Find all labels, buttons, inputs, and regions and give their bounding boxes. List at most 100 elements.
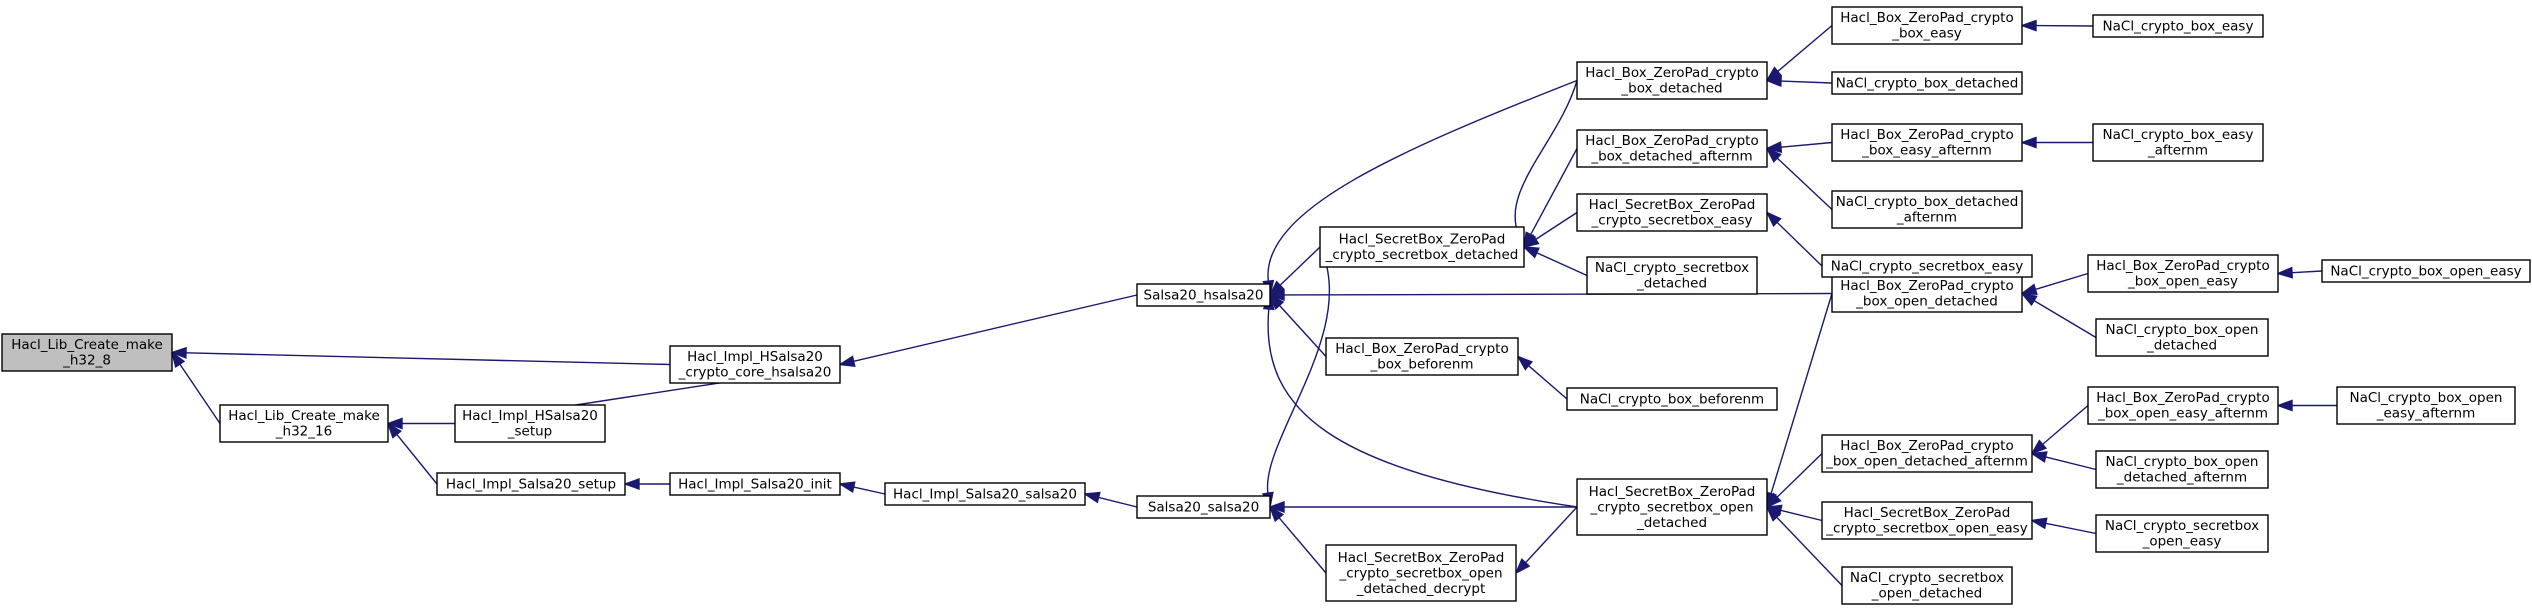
call-edge: [1765, 24, 1833, 82]
node-nacl-box-open-easy-afternm[interactable]: NaCl_crypto_box_open_easy_afternm: [2336, 386, 2516, 425]
node-nacl-box-open-detached-afternm[interactable]: NaCl_crypto_box_open_detached_afternm: [2095, 450, 2269, 489]
node-label: Hacl_Impl_Salsa20_salsa20: [893, 486, 1077, 502]
node-box: [1576, 61, 1768, 100]
edge-line: [853, 486, 886, 495]
node-box-detached[interactable]: Hacl_Box_ZeroPad_crypto_box_detached: [1576, 61, 1768, 100]
edge-arrowhead: [2019, 136, 2037, 149]
edge-arrowhead: [2275, 266, 2294, 279]
node-salsa20-salsa20[interactable]: Salsa20_salsa20: [1136, 495, 1271, 519]
edge-line: [1514, 80, 1578, 235]
edge-arrowhead: [2029, 517, 2048, 530]
node-sb-detached[interactable]: Hacl_SecretBox_ZeroPad_crypto_secretbox_…: [1319, 226, 1525, 268]
node-box-beforenm[interactable]: Hacl_Box_ZeroPad_crypto_box_beforenm: [1325, 337, 1519, 376]
call-edge: [837, 294, 1138, 367]
edge-arrowhead: [2020, 283, 2038, 295]
node-nacl-box-detached[interactable]: NaCl_crypto_box_detached: [1831, 71, 2023, 95]
node-sb-easy[interactable]: Hacl_SecretBox_ZeroPad_crypto_secretbox_…: [1576, 193, 1768, 232]
node-label: Hacl_Box_ZeroPad_crypto: [1335, 341, 1508, 357]
node-nacl-box-open-easy[interactable]: NaCl_crypto_box_open_easy: [2321, 259, 2531, 283]
node-label: Hacl_Box_ZeroPad_crypto: [1840, 438, 2013, 454]
node-box: [1, 333, 173, 372]
node-label: Hacl_Box_ZeroPad_crypto: [2096, 258, 2269, 274]
node-label: NaCl_crypto_secretbox: [1850, 570, 2004, 586]
edge-line: [1780, 141, 1833, 148]
node-nacl-box-open-detached[interactable]: NaCl_crypto_box_open_detached: [2095, 318, 2269, 357]
edge-line: [1535, 211, 1578, 240]
node-sb-open-detached-decrypt[interactable]: Hacl_SecretBox_ZeroPad_crypto_secretbox_…: [1325, 544, 1517, 602]
node-box-open-detached-afternm[interactable]: Hacl_Box_ZeroPad_crypto_box_open_detache…: [1821, 434, 2033, 473]
call-edge: [1523, 148, 1578, 249]
node-box-open-detached[interactable]: Hacl_Box_ZeroPad_crypto_box_open_detache…: [1831, 274, 2023, 313]
node-nacl-box-easy[interactable]: NaCl_crypto_box_easy: [2092, 14, 2264, 38]
node-hsalsa-core[interactable]: Hacl_Impl_HSalsa20_crypto_core_hsalsa20: [669, 345, 841, 384]
edge-line: [1777, 24, 1833, 72]
call-edge: [1262, 292, 1578, 508]
node-label: Hacl_Box_ZeroPad_crypto: [2096, 390, 2269, 406]
node-box-easy[interactable]: Hacl_Box_ZeroPad_crypto_box_easy: [1831, 6, 2023, 45]
node-box: [669, 472, 841, 496]
edge-arrowhead: [1522, 233, 1540, 249]
node-label: NaCl_crypto_box_open_easy: [2330, 263, 2521, 279]
node-salsa20-hsalsa20[interactable]: Salsa20_hsalsa20: [1136, 283, 1271, 307]
edge-line: [1776, 516, 1843, 586]
node-nacl-sb-open-detached[interactable]: NaCl_crypto_secretbox_open_detached: [1841, 566, 2013, 605]
call-edge: [2275, 399, 2337, 412]
node-box: [1831, 6, 2023, 45]
node-label: _box_open_detached_afternm: [1825, 454, 2028, 470]
edge-line: [2291, 270, 2323, 274]
node-box: [1136, 283, 1271, 307]
node-make-h32-8[interactable]: Hacl_Lib_Create_make_h32_8: [1, 333, 173, 372]
node-label: NaCl_crypto_box_detached: [1836, 194, 2019, 210]
edge-line: [1267, 308, 1578, 508]
node-box: [1136, 495, 1271, 519]
call-edge: [170, 350, 221, 424]
edge-arrowhead: [169, 346, 187, 359]
call-edge: [2020, 272, 2089, 295]
node-label: _detached: [1636, 515, 1707, 531]
node-box: [1319, 226, 1525, 268]
node-sb-open-detached[interactable]: Hacl_SecretBox_ZeroPad_crypto_secretbox_…: [1576, 478, 1768, 536]
node-nacl-sb-open-easy[interactable]: NaCl_crypto_secretbox_open_easy: [2095, 514, 2269, 553]
node-box: [1576, 129, 1768, 168]
edge-arrowhead: [385, 417, 403, 430]
node-label: _afternm: [2147, 143, 2208, 159]
node-box: [2092, 123, 2264, 162]
node-box-open-easy-afternm[interactable]: Hacl_Box_ZeroPad_crypto_box_open_easy_af…: [2087, 386, 2279, 425]
node-impl-salsa20[interactable]: Hacl_Impl_Salsa20_salsa20: [884, 482, 1086, 506]
node-label: _crypto_secretbox_detached: [1325, 247, 1519, 263]
edge-line: [1536, 252, 1588, 277]
node-label: Hacl_Lib_Create_make: [228, 408, 380, 424]
node-label: Hacl_SecretBox_ZeroPad: [1844, 505, 2011, 521]
node-nacl-sb-detached[interactable]: NaCl_crypto_secretbox_detached: [1586, 256, 1758, 295]
node-hsalsa-setup[interactable]: Hacl_Impl_HSalsa20_setup: [454, 404, 606, 443]
node-sb-open-easy[interactable]: Hacl_SecretBox_ZeroPad_crypto_secretbox_…: [1821, 501, 2033, 540]
node-nacl-box-beforenm[interactable]: NaCl_crypto_box_beforenm: [1566, 387, 1778, 411]
edge-line: [2045, 456, 2097, 471]
edge-arrowhead: [2019, 19, 2037, 32]
node-label: Hacl_Impl_HSalsa20: [687, 349, 823, 365]
call-edge: [1522, 246, 1588, 277]
node-nacl-box-easy-afternm[interactable]: NaCl_crypto_box_easy_afternm: [2092, 123, 2264, 162]
node-label: _crypto_secretbox_open: [1338, 565, 1502, 581]
edge-line: [1776, 157, 1833, 211]
node-label: NaCl_crypto_box_easy: [2103, 127, 2254, 143]
node-label: NaCl_crypto_box_open: [2350, 390, 2503, 406]
node-label: Hacl_SecretBox_ZeroPad: [1589, 197, 1756, 213]
node-nacl-sb-easy[interactable]: NaCl_crypto_secretbox_easy: [1821, 254, 2033, 278]
node-label: _h32_8: [62, 353, 111, 369]
node-salsa-init[interactable]: Hacl_Impl_Salsa20_init: [669, 472, 841, 496]
node-label: _detached: [2146, 338, 2217, 354]
call-edge: [2275, 266, 2323, 279]
node-make-h32-16[interactable]: Hacl_Lib_Create_make_h32_16: [219, 404, 389, 443]
node-box-open-easy[interactable]: Hacl_Box_ZeroPad_crypto_box_open_easy: [2087, 254, 2279, 293]
call-edge: [385, 417, 455, 430]
edge-arrowhead: [1268, 505, 1285, 523]
node-label: NaCl_crypto_box_easy: [2103, 18, 2254, 34]
node-box-easy-afternm[interactable]: Hacl_Box_ZeroPad_crypto_box_easy_afternm: [1831, 123, 2023, 162]
edge-line: [1776, 221, 1823, 267]
node-box-detached-afternm[interactable]: Hacl_Box_ZeroPad_crypto_box_detached_aft…: [1576, 129, 1768, 168]
node-label: Salsa20_hsalsa20: [1144, 287, 1264, 303]
node-nacl-box-detached-afternm[interactable]: NaCl_crypto_box_detached_afternm: [1831, 190, 2023, 229]
node-salsa-setup[interactable]: Hacl_Impl_Salsa20_setup: [436, 472, 626, 496]
call-edge: [1764, 141, 1833, 154]
